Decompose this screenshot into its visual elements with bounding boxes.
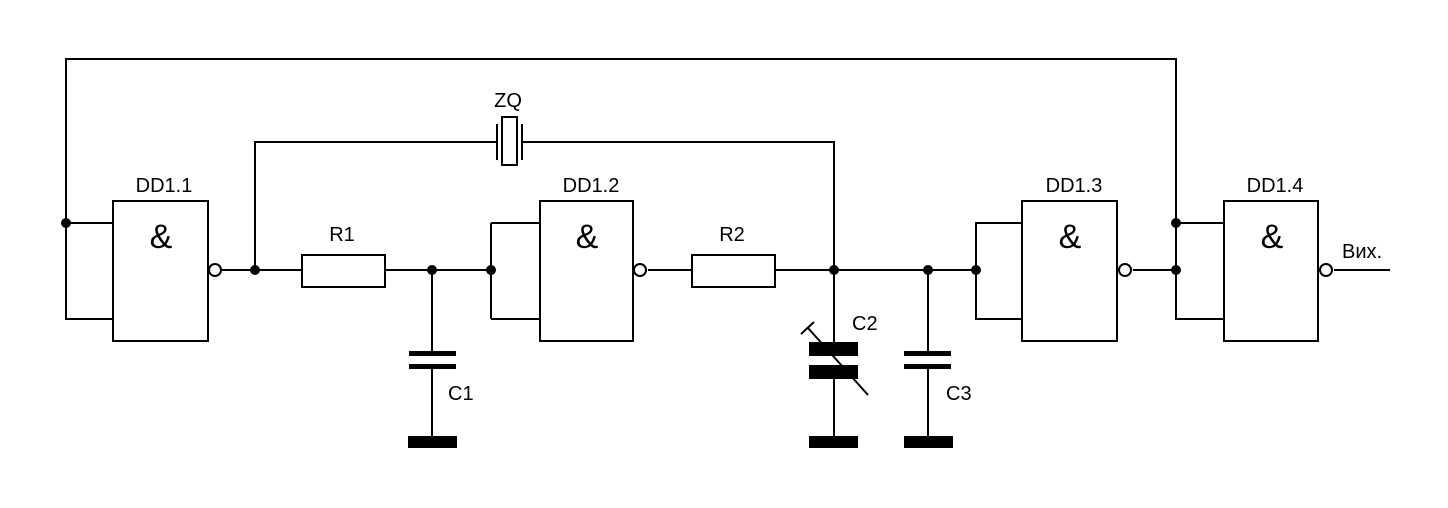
trimmer-arrow (807, 327, 869, 396)
ground-bar (809, 436, 858, 448)
capacitor-c3: C3 (904, 351, 972, 448)
inverter-bubble (1118, 263, 1132, 277)
wire-dd11-input-b (65, 223, 113, 320)
gate-symbol: & (1261, 218, 1284, 256)
resistor-body (301, 254, 386, 288)
resistor-r1: R1 (301, 224, 386, 288)
gate-symbol: & (150, 218, 173, 256)
gate-label: DD1.1 (136, 175, 193, 197)
wire-dd14-input (1175, 222, 1224, 320)
junction-dot (427, 265, 437, 275)
inverter-bubble (1319, 263, 1333, 277)
capacitor-plate-top (409, 351, 456, 356)
wire-crystal-left (254, 141, 497, 270)
capacitor-plate-bottom (409, 364, 456, 369)
crystal-body (501, 116, 518, 166)
gate-label: DD1.3 (1046, 175, 1103, 197)
resistor-r2: R2 (691, 224, 776, 288)
junction-dot (486, 265, 496, 275)
capacitor-label: C3 (946, 383, 972, 405)
gate-body (112, 200, 209, 342)
gate-dd1-4: & DD1.4 (1223, 175, 1333, 342)
capacitor-plate-bottom (809, 365, 858, 379)
ground-bar (408, 436, 457, 448)
crystal-label: ZQ (494, 90, 522, 112)
junction-dot (923, 265, 933, 275)
trimmer-arrow-tick (800, 321, 815, 335)
gate-body (1223, 200, 1319, 342)
gate-dd1-1: & DD1.1 (112, 175, 222, 342)
wires (65, 58, 1390, 438)
gate-symbol: & (576, 218, 599, 256)
gate-dd1-2: & DD1.2 (539, 175, 647, 342)
ground-bar (904, 436, 953, 448)
resistor-body (691, 254, 776, 288)
resistor-label: R1 (329, 224, 355, 246)
capacitor-plate-top (904, 351, 951, 356)
junction-dot (1171, 218, 1181, 228)
gate-body (539, 200, 634, 342)
gate-label: DD1.2 (563, 175, 620, 197)
capacitor-label: C1 (448, 383, 474, 405)
capacitor-c2: C2 (800, 313, 878, 448)
capacitor-c1: C1 (408, 351, 474, 448)
output-label: Вих. (1342, 241, 1382, 263)
junction-dot (971, 265, 981, 275)
gate-body (1021, 200, 1118, 342)
wire-crystal-right (522, 141, 835, 270)
capacitor-plate-top (809, 342, 858, 356)
gate-symbol: & (1059, 218, 1082, 256)
junction-dot (61, 218, 71, 228)
junction-dot (250, 265, 260, 275)
wire-dd13-input (975, 222, 1022, 320)
capacitor-plate-bottom (904, 364, 951, 369)
resistor-label: R2 (719, 224, 745, 246)
gate-dd1-3: & DD1.3 (1021, 175, 1132, 342)
junction-dot (829, 265, 839, 275)
inverter-bubble (633, 263, 647, 277)
wire-top-feedback (65, 58, 1177, 223)
capacitor-label: C2 (852, 313, 878, 335)
gate-label: DD1.4 (1247, 175, 1304, 197)
crystal-zq: ZQ (494, 90, 523, 166)
junctions (61, 218, 1181, 275)
inverter-bubble (208, 263, 222, 277)
junction-dot (1171, 265, 1181, 275)
